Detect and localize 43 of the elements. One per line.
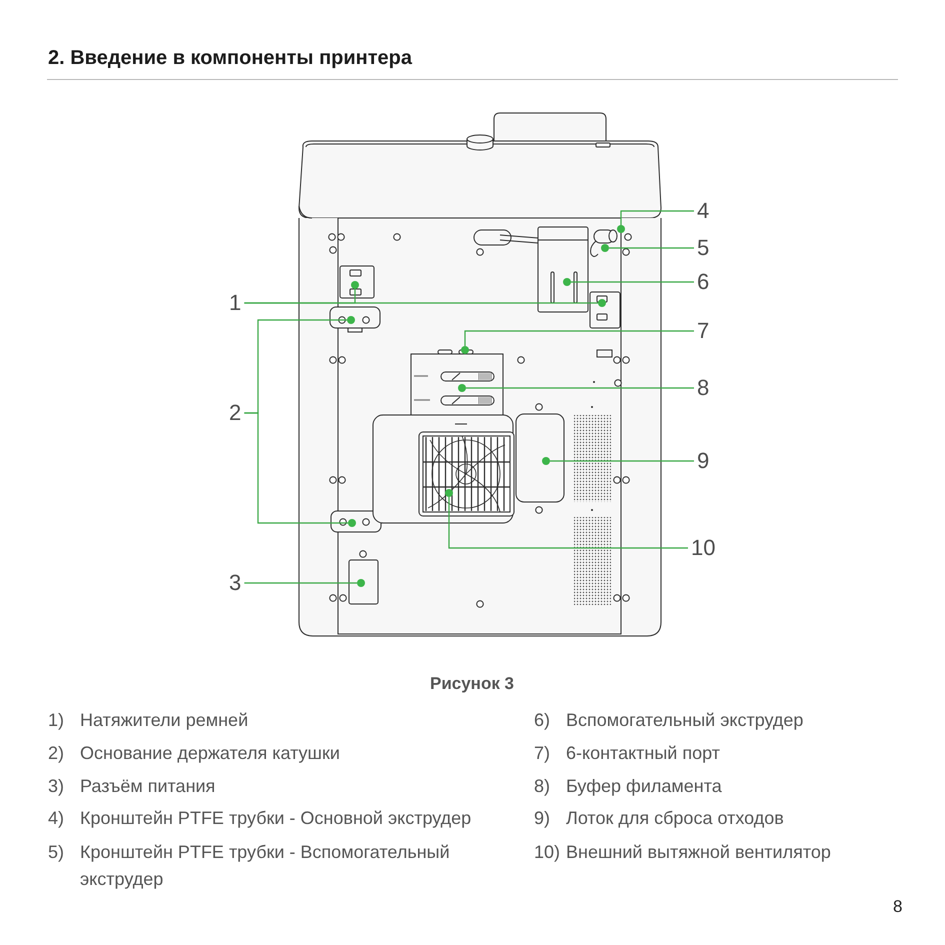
callout-number: 5 bbox=[694, 237, 712, 259]
leader-line bbox=[448, 497, 688, 549]
callout-number: 7 bbox=[694, 320, 712, 342]
leader-line bbox=[464, 330, 694, 346]
list-item-text: Разъём питания bbox=[80, 774, 216, 798]
leader-line bbox=[550, 460, 694, 462]
list-item-text: Натяжители ремней bbox=[80, 708, 248, 732]
list-item-text: Кронштейн PTFE трубки - Вспомогательный экструдер bbox=[80, 840, 451, 891]
list-item-text: 6-контактный порт bbox=[566, 742, 720, 765]
callout-number: 9 bbox=[694, 450, 712, 472]
callout-number: 10 bbox=[688, 537, 718, 559]
list-item-text: Внешний вытяжной вентилятор bbox=[566, 840, 831, 864]
leader-line bbox=[620, 210, 694, 225]
page-number: 8 bbox=[893, 897, 902, 917]
list-number: 6) bbox=[534, 708, 550, 732]
leader-line bbox=[609, 247, 694, 249]
list-number: 1) bbox=[48, 708, 64, 732]
callout-number: 8 bbox=[694, 377, 712, 399]
list-number: 5) bbox=[48, 840, 64, 864]
list-number: 2) bbox=[48, 742, 64, 765]
leader-line bbox=[244, 302, 598, 304]
list-item-text: Кронштейн PTFE трубки - Основной экструдер bbox=[80, 806, 472, 830]
leader-line bbox=[466, 387, 694, 389]
callout-number: 3 bbox=[226, 572, 244, 594]
callout-number: 2 bbox=[226, 402, 244, 424]
figure-caption: Рисунок 3 bbox=[430, 673, 514, 695]
callout-number: 6 bbox=[694, 271, 712, 293]
list-item-text: Лоток для сброса отходов bbox=[566, 806, 784, 830]
list-item-text: Буфер филамента bbox=[566, 774, 722, 798]
list-item-text: Основание держателя катушки bbox=[80, 742, 340, 765]
list-item-text: Вспомогательный экструдер bbox=[566, 708, 804, 732]
list-number: 7) bbox=[534, 742, 550, 765]
section-title: 2. Введение в компоненты принтера bbox=[48, 46, 412, 70]
leader-line bbox=[571, 281, 694, 283]
callout-number: 4 bbox=[694, 200, 712, 222]
leader-line bbox=[244, 412, 348, 524]
list-number: 3) bbox=[48, 774, 64, 798]
list-number: 10) bbox=[534, 840, 560, 864]
leader-line bbox=[244, 582, 357, 584]
callout-number: 1 bbox=[226, 292, 244, 314]
list-number: 8) bbox=[534, 774, 550, 798]
list-number: 9) bbox=[534, 806, 550, 830]
list-number: 4) bbox=[48, 806, 64, 830]
